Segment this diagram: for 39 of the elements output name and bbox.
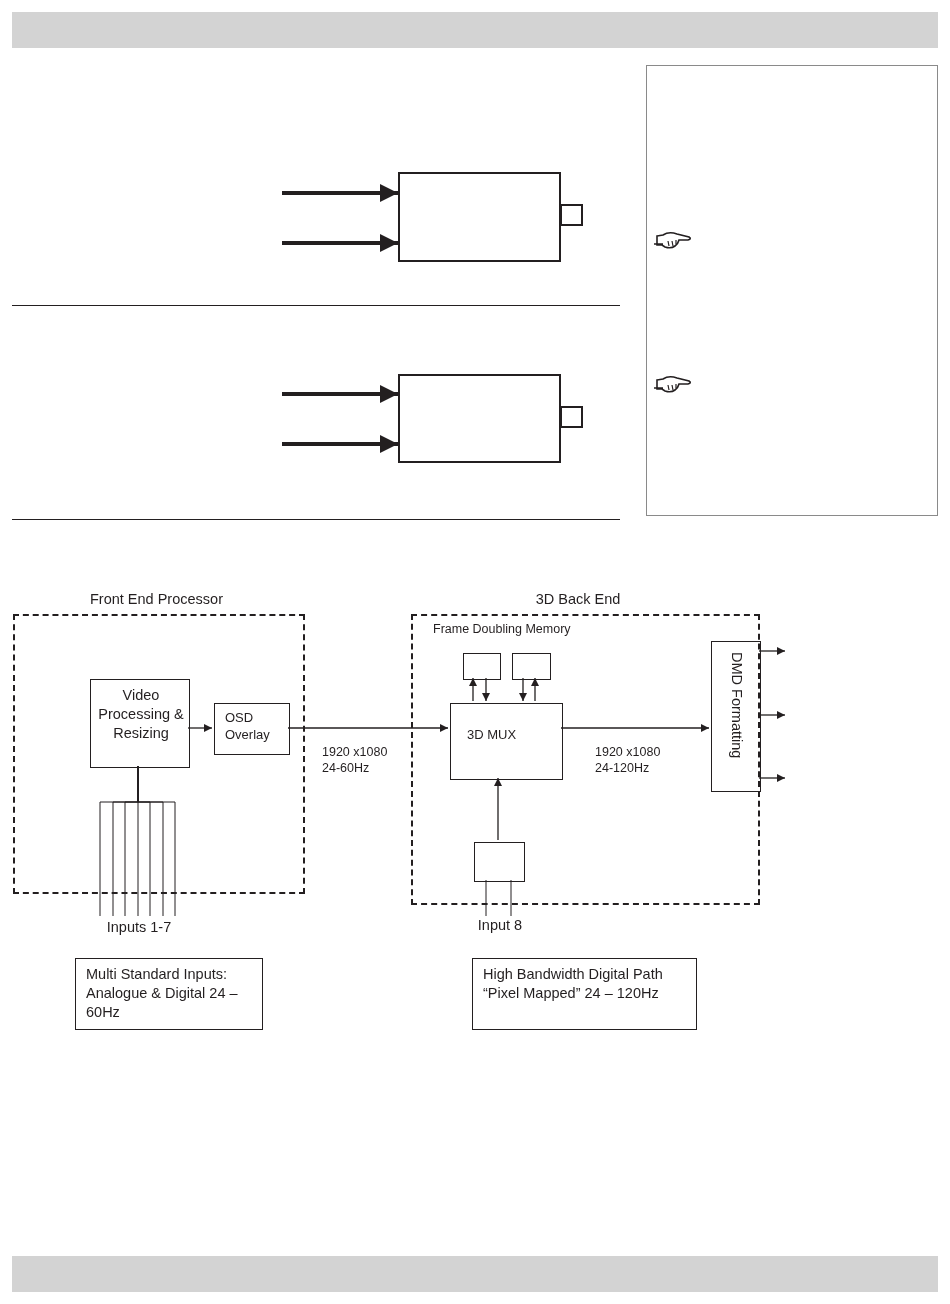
process-box (90, 679, 190, 768)
box-label: OSD Overlay (225, 710, 271, 744)
process-box (711, 641, 761, 792)
memory-box (512, 653, 551, 680)
box-label: Video Processing & Resizing (97, 686, 185, 743)
device-box (398, 172, 561, 262)
signal-line (510, 879, 512, 917)
arrow (758, 774, 786, 782)
arrow (531, 677, 539, 702)
note-box (472, 958, 697, 1030)
box-label: DMD Formatting (728, 652, 747, 759)
arrow (282, 184, 398, 202)
input-label: Input 8 (476, 916, 524, 935)
arrow (282, 234, 398, 252)
arrow (282, 435, 398, 453)
device-box (398, 374, 561, 463)
arrow (469, 677, 477, 702)
arrow (519, 677, 527, 702)
input-box (474, 842, 525, 882)
arrow (494, 777, 502, 841)
group-title: Front End Processor (90, 590, 224, 609)
arrow (758, 647, 786, 655)
box-text: Multi Standard Inputs: Analogue & Digital 24 – 60Hz (86, 965, 239, 1022)
arrow (482, 677, 490, 702)
note-box (75, 958, 263, 1030)
process-box (214, 703, 290, 755)
inputs-label: Inputs 1-7 (105, 918, 173, 937)
arrow (187, 724, 213, 732)
box-text: High Bandwidth Digital Path “Pixel Mapped” 24 – 120Hz (483, 965, 664, 1003)
arrow (758, 711, 786, 719)
signal-line (485, 879, 487, 917)
group-title: 3D Back End (534, 590, 622, 609)
memory-box (463, 653, 501, 680)
memory-label: Frame Doubling Memory (433, 621, 572, 638)
process-box (450, 703, 563, 780)
arrow (287, 724, 449, 732)
box-label: 3D MUX (467, 727, 518, 744)
arrow (560, 724, 710, 732)
arrow (282, 385, 398, 403)
